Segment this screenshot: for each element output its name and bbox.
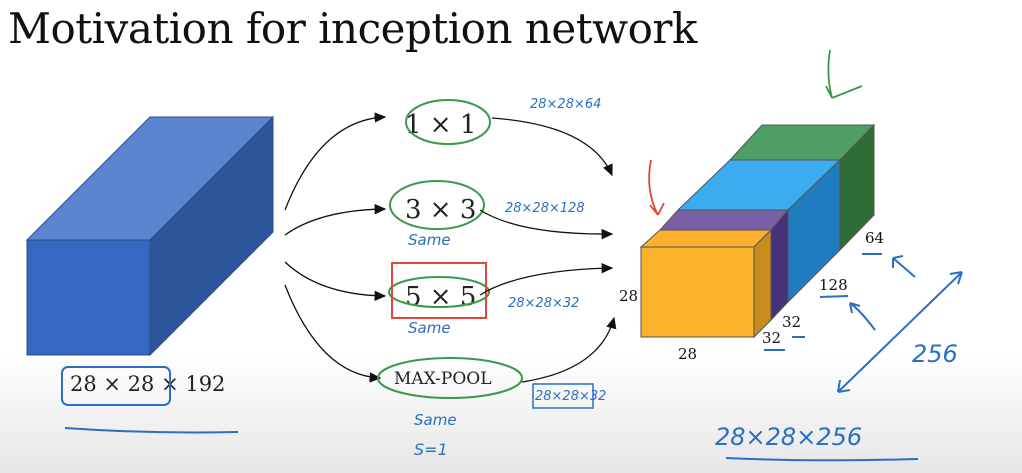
slice-32a-front <box>640 246 755 338</box>
output-size-3x3: 28×28×128 <box>505 201 585 216</box>
slice-32b-top <box>658 209 790 231</box>
output-volume <box>639 123 876 339</box>
output-width-label: 28 <box>678 345 697 363</box>
note-stride: S=1 <box>414 440 448 459</box>
depth-label-32b: 32 <box>782 313 801 331</box>
input-dims-box-annotation <box>61 366 171 406</box>
total-depth-annotation: 256 <box>912 340 958 368</box>
output-size-maxpool: 28×28×32 <box>535 389 606 404</box>
note-same-maxpool: Same <box>414 411 457 429</box>
maxpool-box-annotation <box>532 383 594 409</box>
slice-32a-top <box>639 229 773 248</box>
input-volume-label: 28 × 28 × 192 <box>70 372 225 396</box>
input-arrows <box>284 112 387 383</box>
slice-32b-side <box>770 208 789 322</box>
op-3x3: 3 × 3 <box>405 195 476 225</box>
output-size-1x1: 28×28×64 <box>530 97 601 112</box>
input-volume <box>25 115 275 357</box>
op-maxpool: MAX-POOL <box>394 369 492 389</box>
depth-label-64: 64 <box>865 229 884 247</box>
note-same-3x3: Same <box>408 231 451 249</box>
output-arrows <box>479 117 617 383</box>
note-same-5x5: Same <box>408 319 451 337</box>
red-arrow-annotation <box>648 159 665 216</box>
slide-title: Motivation for inception network <box>8 4 697 53</box>
depth-annotations <box>725 253 963 462</box>
slice-32a-side <box>753 228 772 339</box>
output-height-label: 28 <box>619 287 638 305</box>
red-box-annotation <box>391 262 487 319</box>
underline-annotation <box>64 427 239 434</box>
circle-annotations <box>377 99 523 399</box>
depth-label-128: 128 <box>819 276 848 294</box>
op-1x1: 1 × 1 <box>405 110 476 140</box>
output-size-5x5: 28×28×32 <box>508 296 579 311</box>
depth-label-32a: 32 <box>762 329 781 347</box>
output-total-annotation: 28×28×256 <box>715 423 862 451</box>
green-arrow-annotation <box>825 49 863 99</box>
